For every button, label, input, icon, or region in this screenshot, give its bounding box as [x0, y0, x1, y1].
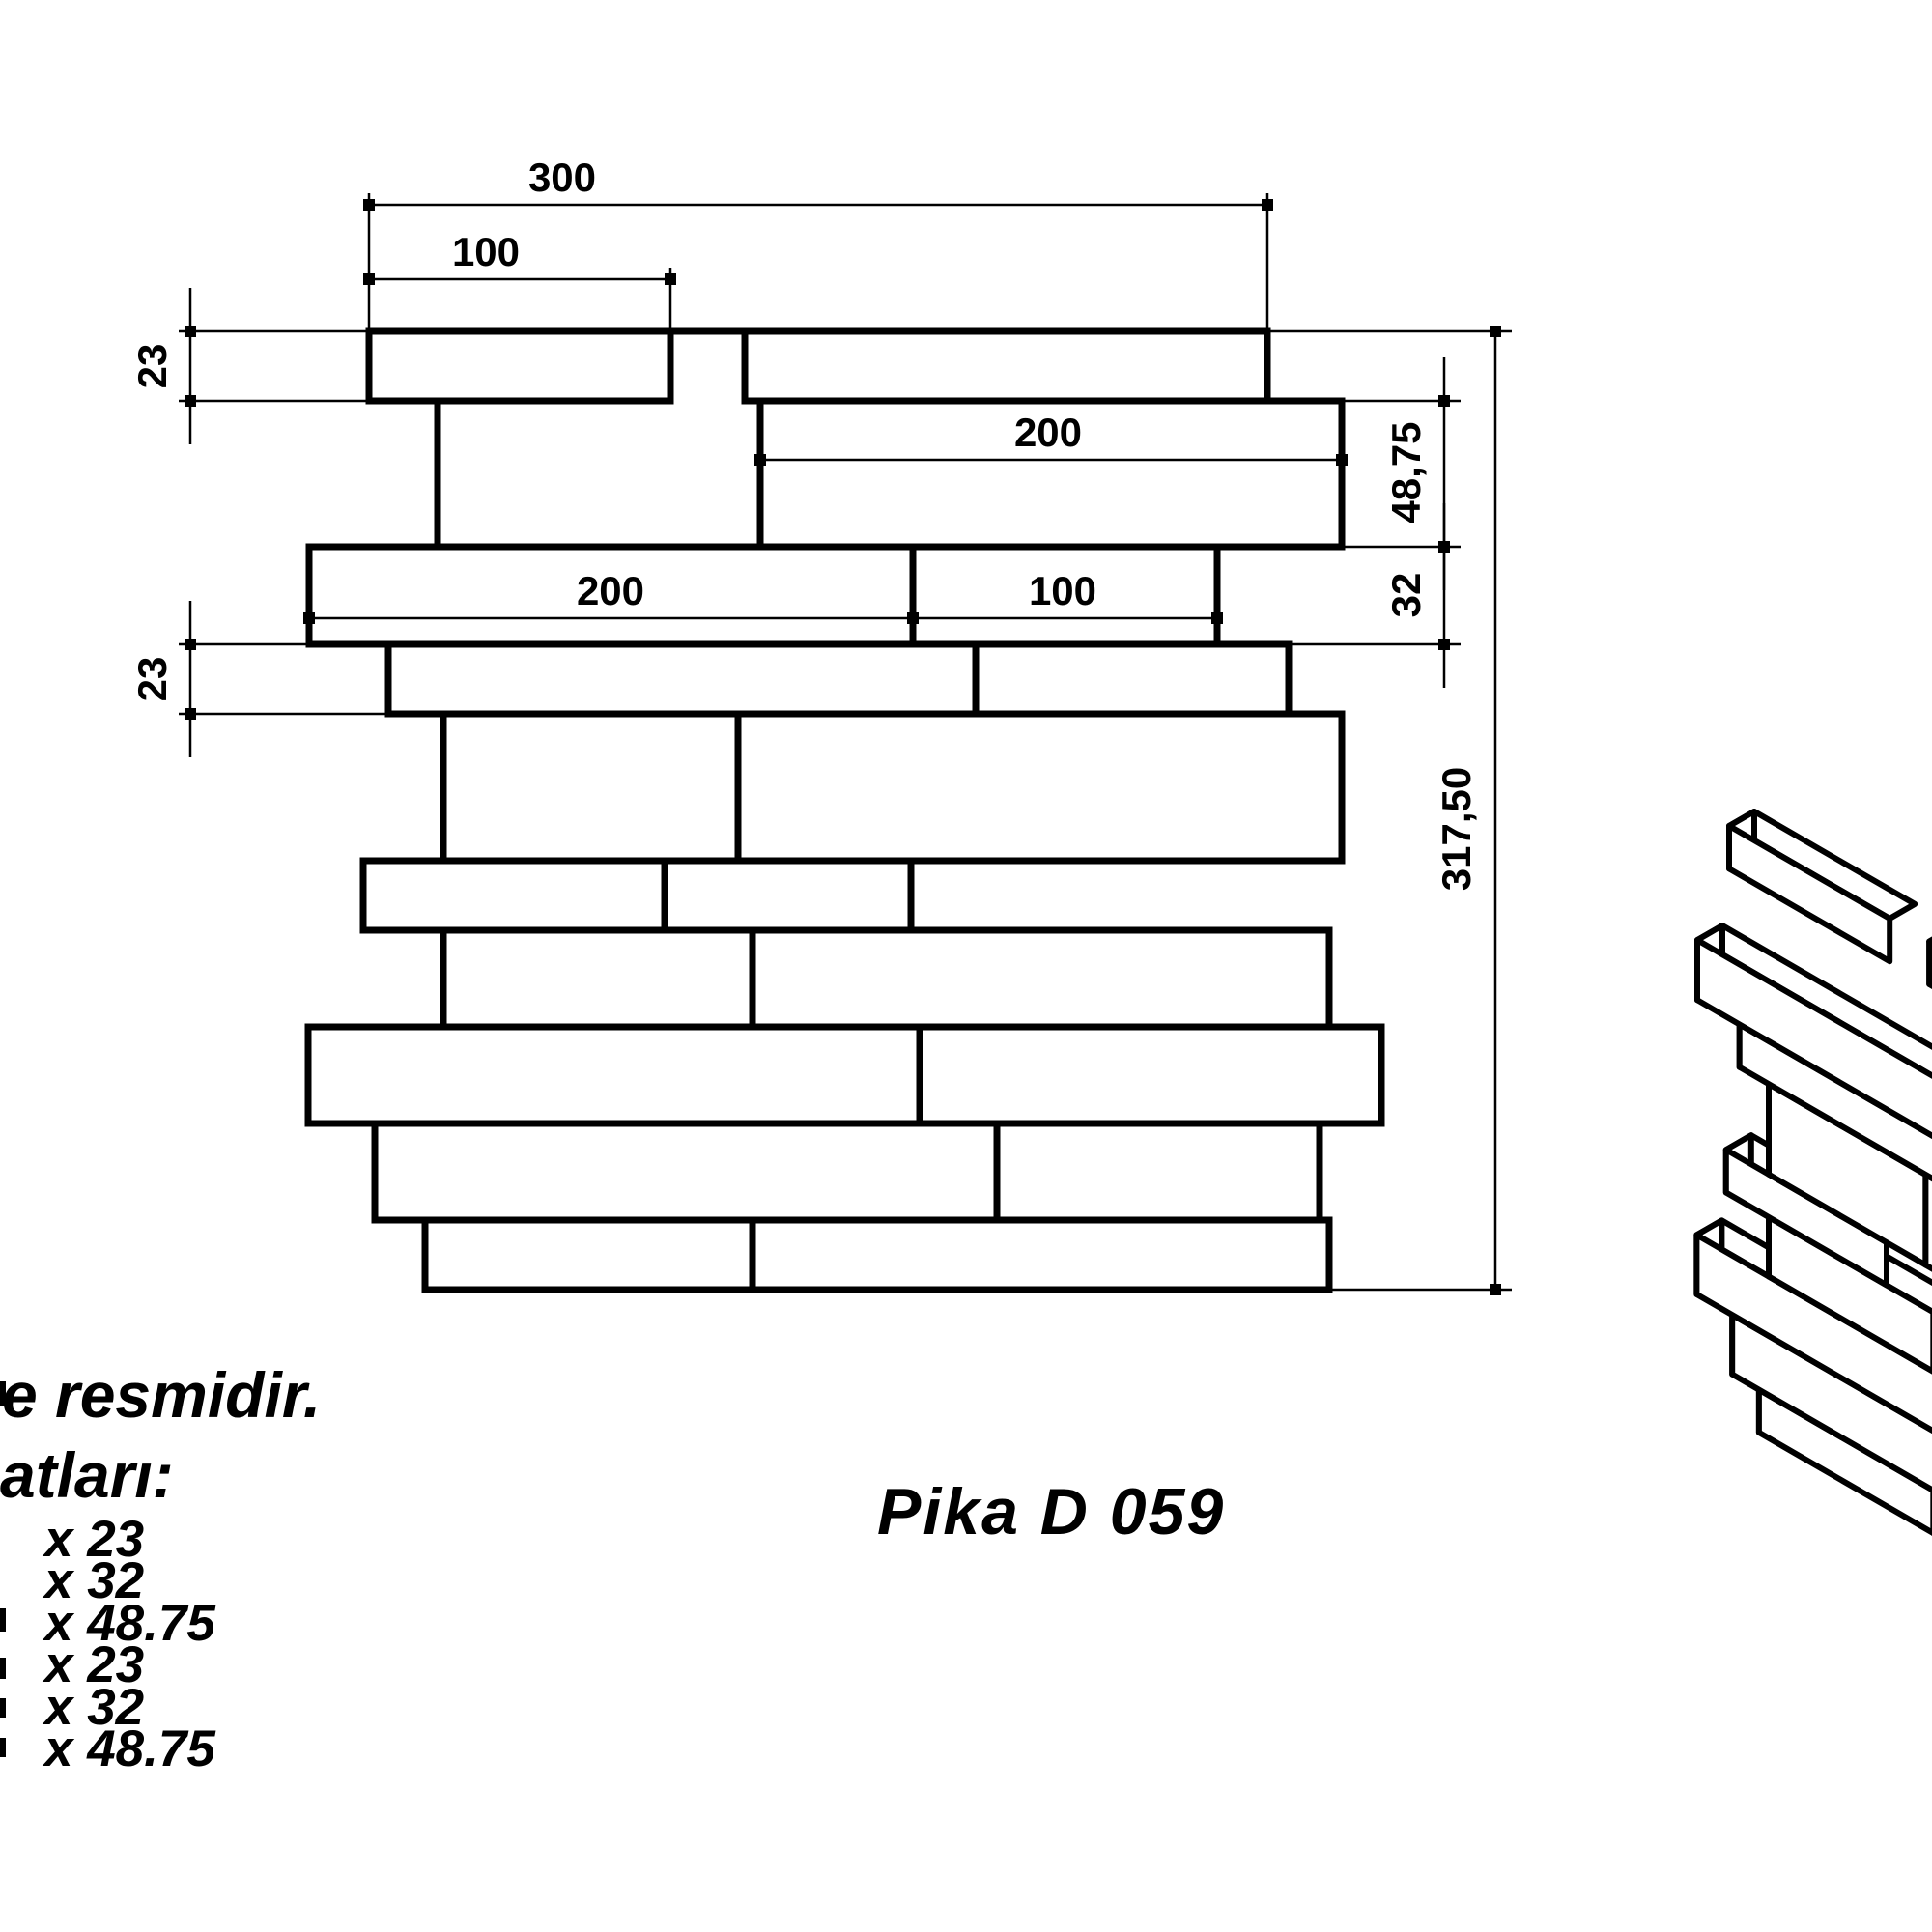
plank [384, 640, 980, 718]
dimension-endpoint [185, 708, 196, 720]
dimension-endpoint [363, 273, 375, 285]
dimension-label: 317,50 [1434, 767, 1479, 891]
cut-text-fragment [0, 1698, 6, 1718]
plank [304, 1023, 923, 1127]
cut-text-fragment [0, 1381, 6, 1406]
dimension-endpoint [1490, 1284, 1501, 1295]
dimension-endpoint [1438, 639, 1450, 650]
dimension-label: 48,75 [1383, 421, 1429, 523]
plank [972, 640, 1293, 718]
plank [916, 1023, 1385, 1127]
plank-size-item: x 32 [44, 1678, 145, 1736]
plank [440, 926, 756, 1031]
plank [440, 710, 742, 865]
dimension-endpoint [1490, 326, 1501, 337]
dimension-endpoint [185, 326, 196, 337]
iso-plank-front-face [1736, 1021, 1932, 1182]
plank [365, 327, 674, 405]
dimension-label: 32 [1383, 573, 1429, 618]
dimension-endpoint [185, 639, 196, 650]
plank-size-item: x 48.75 [44, 1594, 215, 1652]
plank [993, 1120, 1323, 1224]
plank [734, 710, 1346, 865]
dimension-label: 23 [129, 657, 175, 702]
plank [741, 327, 1271, 405]
dimension-label: 23 [129, 344, 175, 389]
dimension-endpoint [303, 612, 315, 624]
iso-plank-front-face [1922, 1172, 1932, 1272]
dimension-endpoint [1438, 541, 1450, 553]
dimension-label: 300 [528, 155, 596, 200]
dimension-label: 100 [1029, 568, 1096, 613]
iso-plank-front-face [1729, 1312, 1932, 1493]
plank-size-item: x 23 [44, 1511, 145, 1568]
plank [371, 1120, 1001, 1224]
dimension-endpoint [907, 612, 919, 624]
iso-plank-front-face [1926, 938, 1932, 989]
plank [421, 1216, 756, 1293]
cut-text-fragment [0, 1738, 6, 1757]
dimension-label: 200 [577, 568, 644, 613]
plank [749, 1216, 1333, 1293]
plank-size-item: x 48.75 [44, 1720, 215, 1778]
cut-text-fragment [0, 1658, 6, 1679]
note-cutoff-line1: e resmidir. [2, 1359, 322, 1431]
plank [359, 857, 668, 934]
dimension-endpoint [185, 395, 196, 407]
note-cutoff-line2: atları: [0, 1439, 174, 1511]
iso-plank-front-face [1726, 823, 1893, 965]
dimension-endpoint [1262, 199, 1273, 211]
page-title: Pika D 059 [877, 1475, 1226, 1548]
dimension-endpoint [1438, 395, 1450, 407]
dimension-label: 100 [452, 229, 520, 274]
dimension-endpoint [363, 199, 375, 211]
plank [749, 926, 1333, 1031]
dimension-label: 200 [1014, 410, 1082, 455]
dimension-endpoint [754, 454, 766, 466]
dimension-endpoint [1336, 454, 1348, 466]
plank-size-item: x 23 [44, 1636, 145, 1694]
dimension-endpoint [1211, 612, 1223, 624]
iso-plank-front-face [1694, 937, 1932, 1140]
cut-text-fragment [0, 1608, 6, 1632]
plank [756, 397, 1346, 551]
dimension-endpoint [665, 273, 676, 285]
plank-size-item: x 32 [44, 1552, 145, 1610]
